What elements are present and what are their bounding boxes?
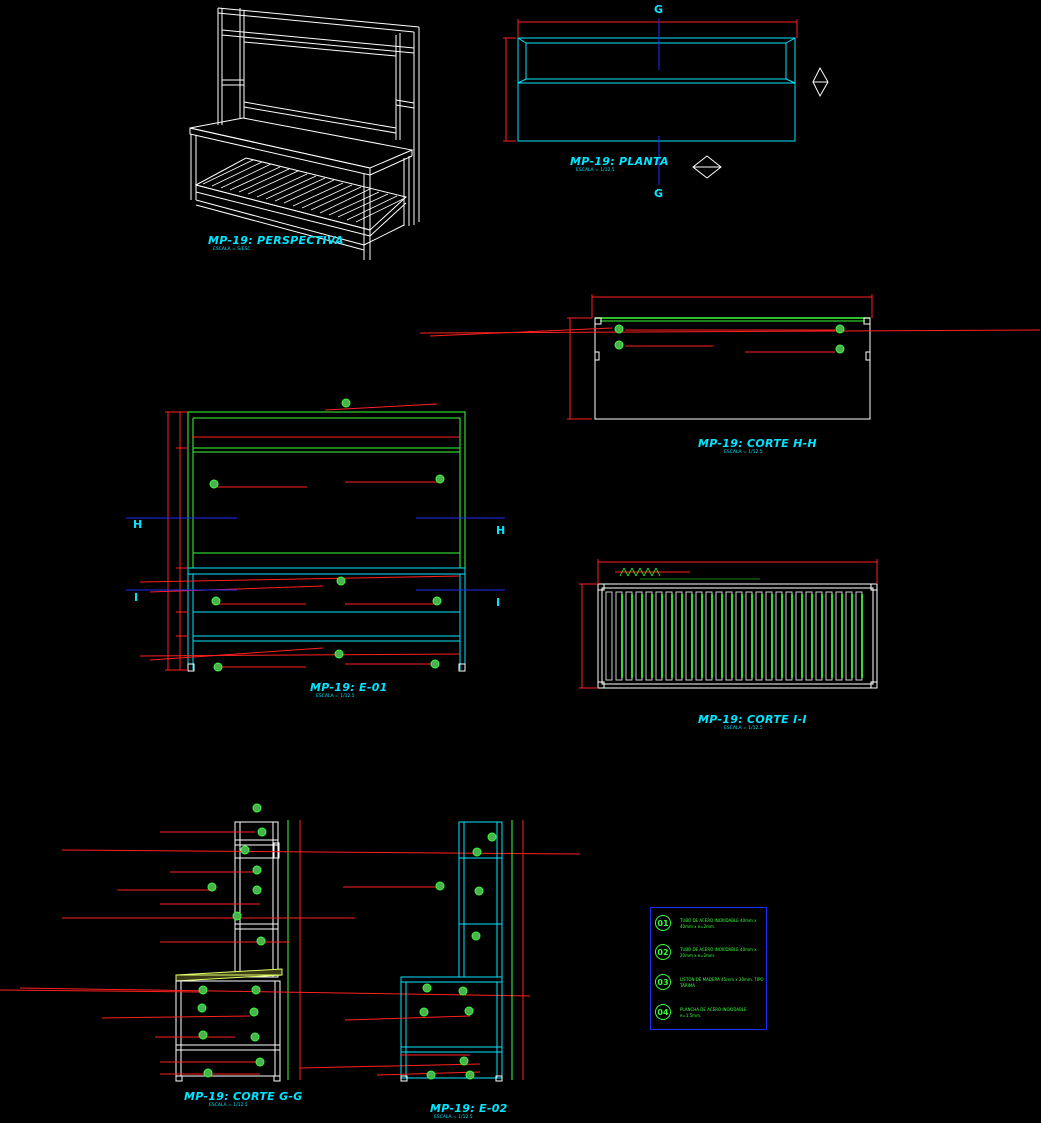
title-perspectiva: MP-19: PERSPECTIVA [208,234,344,247]
section-hh-view [419,294,1041,420]
plan-view [503,18,829,185]
section-ii-view [579,559,878,689]
legend-item: 02 TUBO DE ACERO INOXIDABLE 40mm x 20mm … [655,942,765,966]
materials-legend: 01 TUBO DE ACERO INOXIDABLE 40mm x 40mm … [650,907,767,1030]
legend-number: 01 [655,915,671,931]
title-corte-ii: MP-19: CORTE I-I [698,713,807,726]
title-e02: MP-19: E-02 [430,1102,508,1115]
section-mark-g-bottom: G [654,187,664,200]
title-planta: MP-19: PLANTA [570,155,669,168]
legend-number: 02 [655,944,671,960]
title-e01: MP-19: E-01 [310,681,388,694]
scale-e01: ESCALA = 1/12.5 [316,694,355,699]
elevation-e02-view [343,820,524,1082]
legend-item: 03 LISTON DE MADERA 45mm x 20mm. TIPO TA… [655,972,765,996]
section-gg-view [0,820,581,1082]
scale-perspectiva: ESCALA = S/ESC [213,247,251,252]
title-corte-gg: MP-19: CORTE G-G [184,1090,303,1103]
section-ii-slats [605,567,863,681]
scale-corte-hh: ESCALA = 1/12.5 [724,450,763,455]
legend-number: 03 [655,974,671,990]
legend-number: 04 [655,1004,671,1020]
legend-text: TUBO DE ACERO INOXIDABLE 40mm x 20mm x e… [680,947,757,958]
scale-corte-gg: ESCALA = 1/12.5 [209,1103,248,1108]
perspective-view [189,7,420,260]
scale-planta: ESCALA = 1/12.5 [576,168,615,173]
legend-text: PLANCHA DE ACERO INOXIDABLE e=1.5mm. [680,1007,747,1018]
section-mark-i-right: I [496,596,501,609]
section-mark-h-left: H [133,518,143,531]
legend-item: 01 TUBO DE ACERO INOXIDABLE 40mm x 40mm … [655,913,765,937]
title-corte-hh: MP-19: CORTE H-H [698,437,817,450]
scale-corte-ii: ESCALA = 1/12.5 [724,726,763,731]
legend-item: 04 PLANCHA DE ACERO INOXIDABLE e=1.5mm. [655,1002,765,1026]
section-mark-g-top: G [654,3,664,16]
legend-text: LISTON DE MADERA 45mm x 20mm. TIPO TARIM… [680,977,764,988]
legend-text: TUBO DE ACERO INOXIDABLE 40mm x 40mm x e… [680,918,757,929]
section-mark-h-right: H [496,524,506,537]
section-mark-i-left: I [134,591,139,604]
scale-e02: ESCALA = 1/12.5 [434,1115,473,1120]
elevation-e01-view [126,403,505,672]
